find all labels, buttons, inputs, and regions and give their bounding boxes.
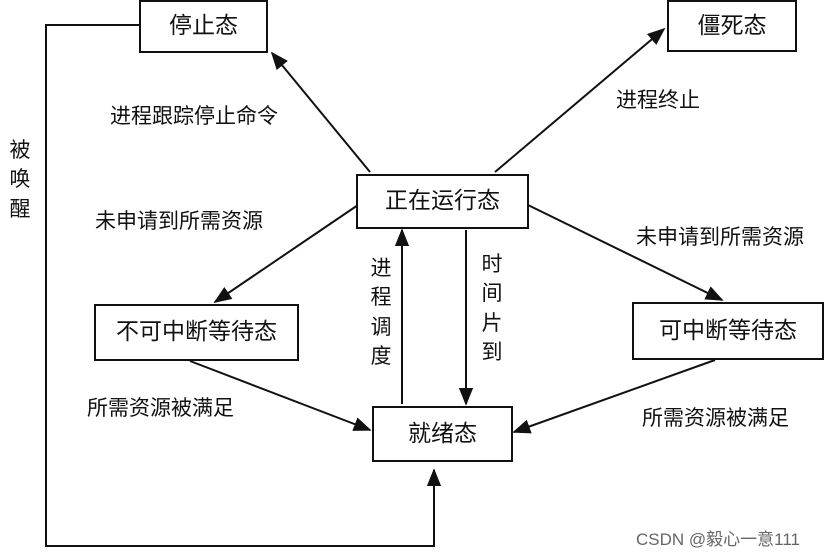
arrow-interruptible-to-ready bbox=[512, 359, 716, 434]
state-running: 正在运行态 bbox=[356, 174, 529, 229]
arrow-uninterruptible-to-ready bbox=[189, 360, 372, 431]
label-terminate: 进程终止 bbox=[616, 88, 700, 112]
label-no-resource-left: 未申请到所需资源 bbox=[95, 209, 263, 233]
label-trace-stop: 进程跟踪停止命令 bbox=[110, 104, 278, 128]
arrow-running-to-uninterruptible bbox=[213, 204, 359, 304]
watermark: CSDN @毅心一意111 bbox=[636, 530, 800, 549]
label-woken: 被唤醒 bbox=[9, 138, 31, 221]
label-resource-met-right: 所需资源被满足 bbox=[642, 406, 789, 430]
arrow-running-to-stopped bbox=[270, 51, 371, 173]
label-timeslice-expired: 时间片到 bbox=[481, 252, 503, 365]
label-schedule: 进程调度 bbox=[370, 256, 392, 369]
arrow-stopped-to-ready bbox=[45, 24, 442, 547]
state-interruptible-wait: 可中断等待态 bbox=[632, 302, 824, 360]
arrow-running-to-interruptible bbox=[527, 204, 724, 301]
state-zombie: 僵死态 bbox=[667, 0, 797, 52]
label-no-resource-right: 未申请到所需资源 bbox=[636, 225, 804, 249]
state-uninterruptible-wait: 不可中断等待态 bbox=[94, 304, 299, 361]
state-ready: 就绪态 bbox=[372, 406, 513, 462]
arrow-running-to-zombie bbox=[494, 27, 666, 173]
label-resource-met-left: 所需资源被满足 bbox=[87, 396, 234, 420]
state-stopped: 停止态 bbox=[139, 0, 268, 53]
